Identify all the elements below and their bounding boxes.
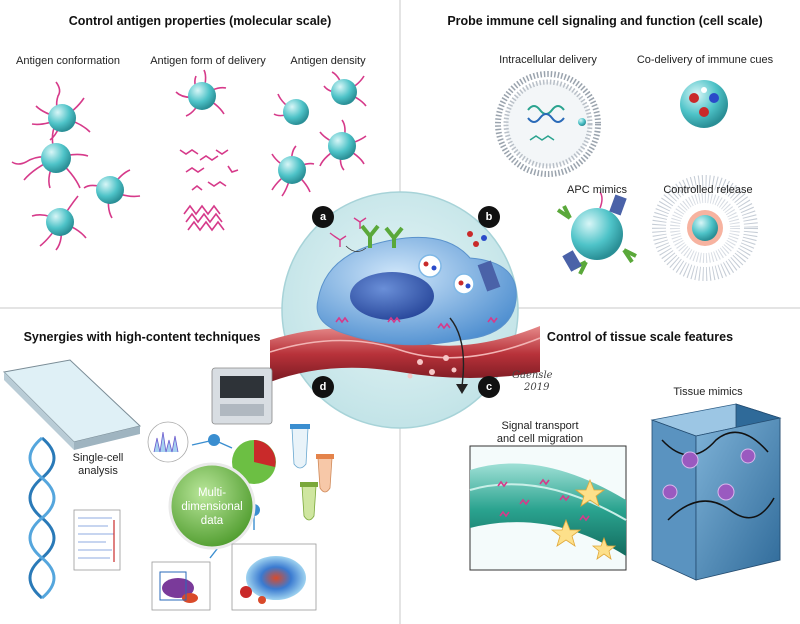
nanoparticle (48, 104, 76, 132)
apc-mimic (556, 191, 637, 275)
nanoparticle (283, 99, 309, 125)
quadrant-title-top-left: Control antigen properties (molecular sc… (68, 14, 332, 28)
pie-chart (232, 440, 276, 484)
well-plate (2, 359, 142, 450)
nanoparticle (331, 79, 357, 105)
artist-signature: Gaensle (512, 370, 553, 381)
badge-a: a (312, 206, 334, 228)
sample-tubes (290, 424, 334, 521)
quadrant-title-bottom-right: Control of tissue scale features (546, 330, 734, 344)
nanoparticle (328, 132, 356, 160)
badge-b: b (478, 206, 500, 228)
tissue-cube (650, 403, 782, 581)
multidimensional-data-ball (168, 462, 256, 550)
tsne-plot (231, 543, 317, 611)
quadrant-title-top-right: Probe immune cell signaling and function… (447, 14, 763, 28)
sequencer-machine (211, 367, 273, 425)
label-controlled-release: Controlled release (663, 184, 753, 196)
controlled-release-particle (652, 175, 758, 281)
label-analysis: analysis (78, 465, 118, 477)
sequencing-sheet (73, 509, 121, 571)
label-cell-migration: and cell migration (496, 433, 584, 445)
label-data: data (200, 515, 224, 527)
label-antigen-conformation: Antigen conformation (16, 55, 120, 67)
nanoparticle (46, 208, 74, 236)
badge-d: d (312, 376, 334, 398)
flow-cytometry-plot (151, 561, 211, 611)
signature-year: 2019 (524, 382, 550, 393)
nanoparticle (96, 176, 124, 204)
label-dimensional: dimensional (181, 501, 243, 513)
nanoparticle (188, 82, 216, 110)
label-tissue-mimics: Tissue mimics (673, 386, 743, 398)
spectrum-plot (147, 421, 189, 463)
co-delivery-particle (680, 80, 728, 128)
label-multi: Multi- (197, 487, 227, 499)
dna-helix (28, 436, 56, 600)
label-antigen-density: Antigen density (290, 55, 366, 67)
label-intracellular-delivery: Intracellular delivery (499, 54, 597, 66)
nanoparticle (278, 156, 306, 184)
nanoparticle (41, 143, 71, 173)
label-apc-mimics: APC mimics (567, 184, 627, 196)
label-single-cell: Single-cell (72, 452, 124, 464)
label-antigen-delivery: Antigen form of delivery (150, 55, 266, 67)
label-co-delivery: Co-delivery of immune cues (636, 54, 774, 66)
label-signal-transport: Signal transport (501, 420, 579, 432)
badge-c: c (478, 376, 500, 398)
vessel-panel (469, 445, 627, 571)
liposome (495, 71, 601, 177)
antigen-conformation-particles (11, 81, 141, 251)
central-cell-scene (269, 191, 541, 429)
network-node (208, 434, 220, 446)
quadrant-title-bottom-left: Synergies with high-content techniques (23, 330, 261, 344)
